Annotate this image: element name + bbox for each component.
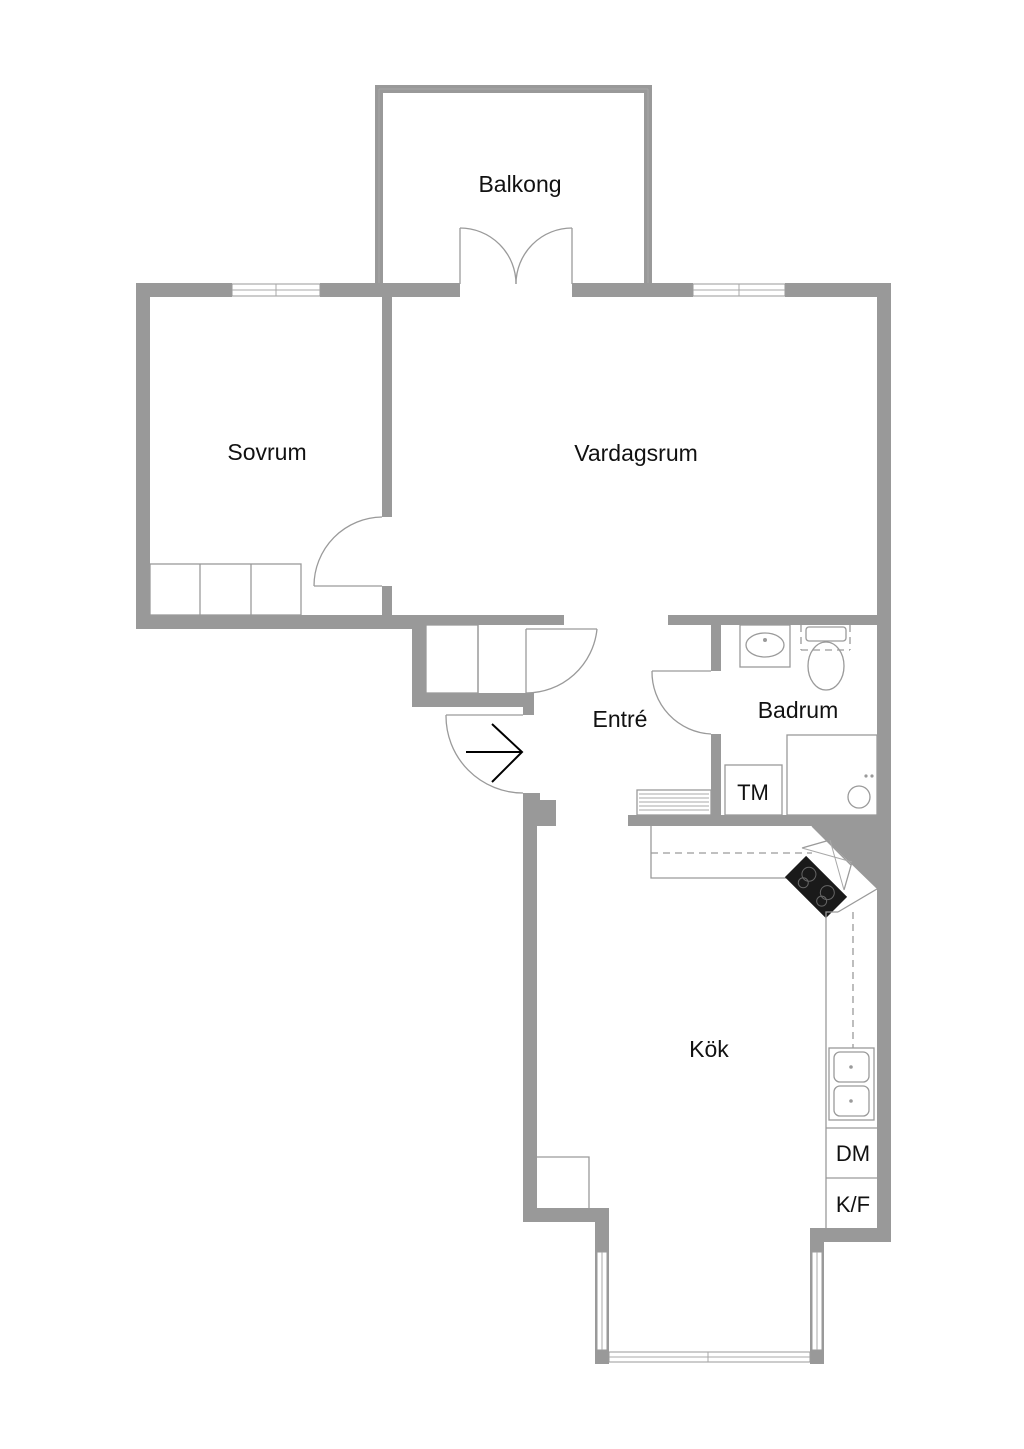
entre-closet (425, 624, 479, 694)
kitchen-counter-top (650, 825, 853, 891)
dm-label: DM (836, 1141, 870, 1166)
balcony-railing-inner (378, 88, 649, 284)
closet-door (525, 628, 598, 694)
radiator-icon (636, 789, 712, 816)
balcony (375, 85, 652, 284)
stove-icon (784, 855, 848, 919)
kitchen-counter-right (825, 888, 878, 1228)
sovrum-door (313, 516, 383, 587)
shower-icon (786, 734, 878, 816)
windows (231, 283, 823, 1363)
room-label-badrum: Badrum (758, 697, 839, 723)
sink-icon (828, 1047, 875, 1121)
badrum-door (651, 670, 712, 735)
room-label-vardagsrum: Vardagsrum (574, 440, 698, 466)
toilet-icon (800, 625, 851, 691)
doors (313, 227, 712, 794)
room-label-sovrum: Sovrum (227, 439, 306, 465)
entrance-arrow-icon (466, 723, 524, 783)
room-label-balkong: Balkong (478, 171, 561, 197)
interior-walls (382, 297, 877, 826)
room-label-kok: Kök (689, 1036, 729, 1062)
washbasin-icon (739, 624, 791, 668)
tm-label: TM (737, 780, 769, 805)
outer-walls (136, 283, 891, 1364)
kf-label: K/F (836, 1192, 870, 1217)
entrance-door (445, 714, 524, 794)
room-label-entre: Entré (593, 706, 648, 732)
washing-machine: TM (724, 764, 783, 816)
kitchen-cabinet (537, 1156, 590, 1208)
sovrum-wardrobe (149, 563, 302, 616)
balcony-door (459, 227, 573, 285)
